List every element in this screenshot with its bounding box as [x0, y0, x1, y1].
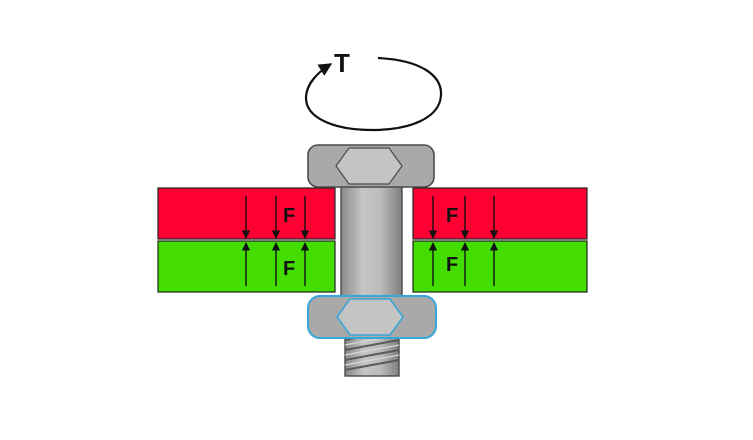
bolt-head [307, 144, 435, 188]
force-label-upper-left: F [283, 205, 295, 227]
bolt-shank [340, 181, 403, 313]
force-label-lower-right: F [446, 254, 458, 276]
torque-rotation-arrow [304, 56, 443, 132]
lower-left-force-arrows [241, 242, 310, 286]
lower-right-force-arrows [428, 242, 499, 286]
upper-right-force-arrows [428, 196, 499, 239]
lower-plate-right [412, 240, 588, 293]
force-label-lower-left: F [283, 258, 295, 280]
torque-label: T [334, 48, 350, 78]
force-label-upper-right: F [446, 205, 458, 227]
upper-plate-right [412, 187, 588, 240]
upper-left-force-arrows [241, 196, 310, 239]
nut [307, 295, 437, 339]
